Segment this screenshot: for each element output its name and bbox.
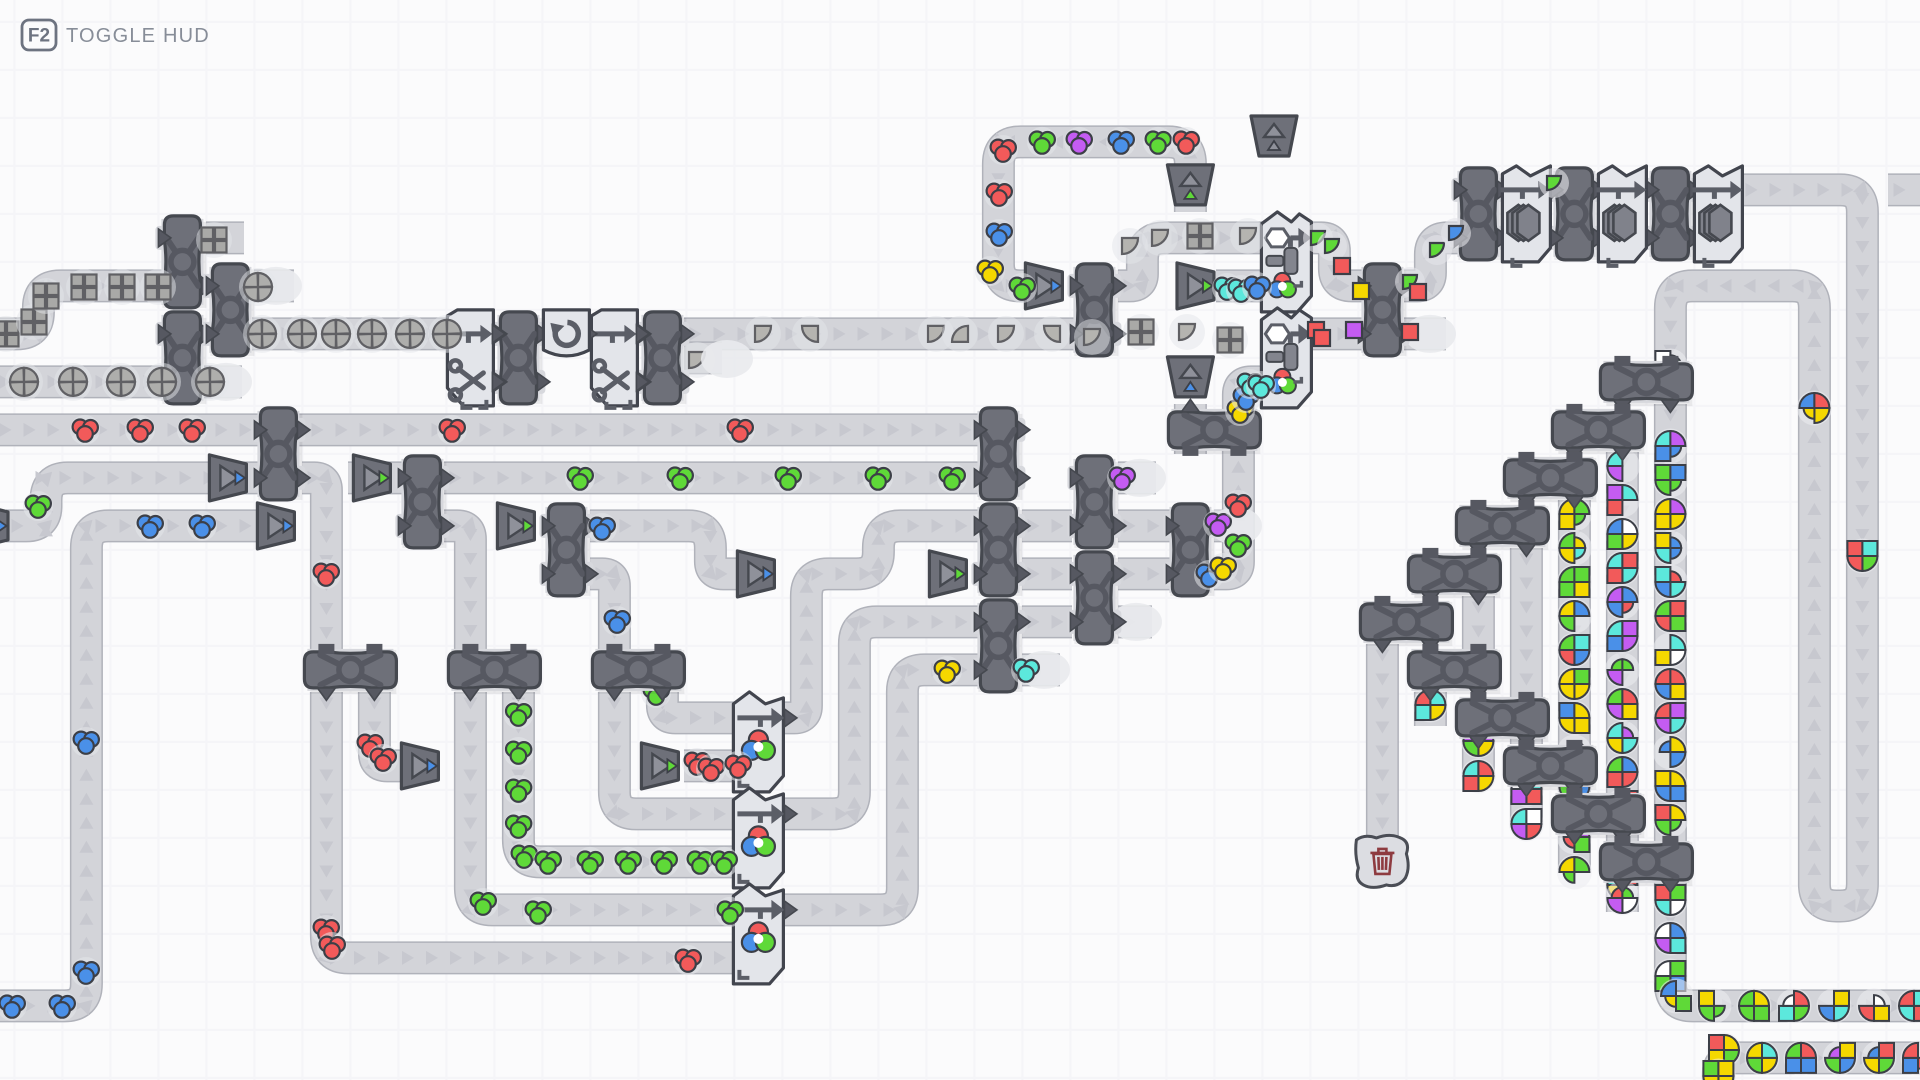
svg-text:TOGGLE HUD: TOGGLE HUD xyxy=(66,25,210,47)
svg-text:F2: F2 xyxy=(28,26,50,47)
